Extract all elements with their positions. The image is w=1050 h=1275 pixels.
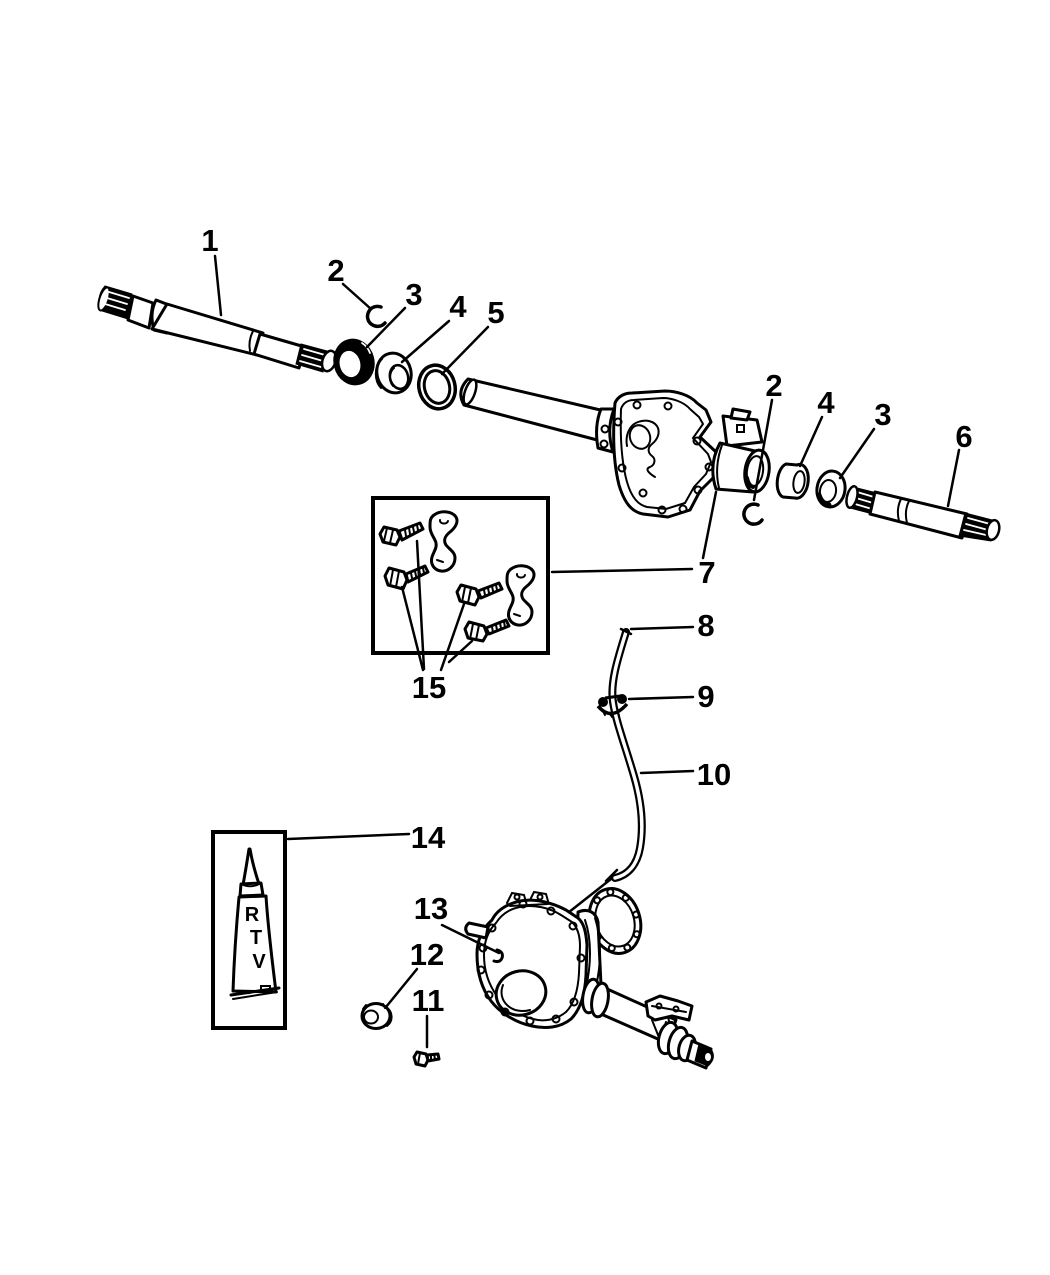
seal-right-drawing	[815, 469, 847, 509]
callout-7: 7	[698, 555, 715, 590]
callout-5: 5	[487, 295, 504, 330]
rtv-letter-v: V	[252, 951, 266, 973]
leader-lines	[213, 254, 961, 1049]
rtv-letter-t: T	[250, 927, 262, 949]
axle-shaft-left-drawing	[97, 285, 338, 373]
cover-bolt-drawing	[412, 1050, 441, 1068]
ring-drawing	[416, 363, 458, 411]
retainer-bolts-box	[371, 496, 550, 655]
fill-plug-drawing	[360, 1002, 393, 1030]
callout-2-right: 2	[765, 368, 782, 403]
axle-housing-drawing	[459, 377, 771, 519]
callout-6: 6	[955, 419, 972, 454]
rtv-letter-r: R	[245, 904, 260, 926]
front-axle-housing-drawing	[464, 887, 714, 1070]
snap-ring-right-drawing	[742, 502, 764, 526]
bearing-right-drawing	[775, 462, 810, 500]
seal-left-drawing	[333, 338, 375, 386]
callout-2-left: 2	[327, 253, 344, 288]
callout-3-right: 3	[874, 397, 891, 432]
callout-labels: 1 2 3 4 5 2 4 3 6 7 8 9 10 15 14 13 12 1…	[201, 223, 972, 1018]
callout-15: 15	[412, 670, 446, 705]
callout-8: 8	[697, 608, 714, 643]
rtv-box-border	[211, 830, 287, 1030]
callout-3-left: 3	[405, 277, 422, 312]
vent-hose-drawing	[541, 627, 646, 936]
callout-11: 11	[412, 983, 445, 1018]
callout-12: 12	[410, 937, 444, 972]
callout-4-right: 4	[817, 385, 835, 420]
callout-1: 1	[201, 223, 218, 258]
rtv-sealant-box: R T V	[211, 830, 287, 1030]
callout-9: 9	[697, 679, 714, 714]
callout-14: 14	[411, 820, 446, 855]
snap-ring-left-drawing	[365, 304, 387, 329]
callout-13: 13	[414, 891, 448, 926]
callout-10: 10	[697, 757, 731, 792]
axle-shaft-right-drawing	[845, 485, 1001, 542]
callout-4-left: 4	[449, 289, 467, 324]
